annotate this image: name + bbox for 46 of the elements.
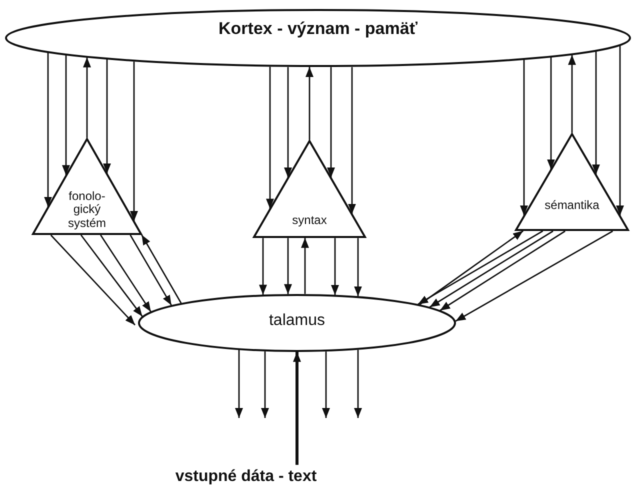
node-label: sémantika xyxy=(544,199,600,213)
arrow xyxy=(50,234,136,326)
arrow xyxy=(322,352,330,418)
triangle-node xyxy=(515,133,629,231)
arrow xyxy=(259,238,267,295)
arrow xyxy=(455,230,614,322)
arrow xyxy=(130,62,138,221)
arrow xyxy=(354,238,362,296)
arrow xyxy=(592,52,600,174)
ellipse-node xyxy=(5,9,631,67)
triangle-node xyxy=(253,140,366,238)
arrow xyxy=(130,234,172,306)
arrow xyxy=(261,351,269,418)
node-label: talamus xyxy=(268,312,326,330)
arrow xyxy=(568,54,576,133)
arrow xyxy=(440,230,566,312)
arrow xyxy=(266,66,274,209)
arrow xyxy=(293,352,301,465)
arrow xyxy=(348,67,356,214)
arrow xyxy=(83,57,91,138)
arrow xyxy=(419,230,524,306)
arrow xyxy=(62,55,70,176)
arrow xyxy=(103,59,111,174)
arrow xyxy=(80,234,143,317)
node-label: fonolo- gický systém xyxy=(66,190,107,231)
arrow xyxy=(331,238,339,295)
arrow xyxy=(547,57,555,170)
arrow xyxy=(429,230,554,308)
arrow xyxy=(354,350,362,418)
ellipse-node xyxy=(138,294,456,352)
arrow xyxy=(284,238,292,294)
arrow xyxy=(284,67,292,178)
triangle-node xyxy=(32,138,142,235)
arrow xyxy=(306,67,314,140)
arrow xyxy=(418,230,544,305)
arrow xyxy=(100,234,152,312)
arrow xyxy=(141,234,182,304)
arrow xyxy=(520,60,528,216)
arrow xyxy=(44,52,52,207)
arrow xyxy=(327,67,335,178)
arrow xyxy=(235,350,243,418)
arrow xyxy=(301,238,309,294)
node-label: syntax xyxy=(291,214,328,228)
arrow xyxy=(616,46,624,216)
node-label: Kortex - význam - pamäť xyxy=(218,19,418,39)
input-label: vstupné dáta - text xyxy=(158,465,334,491)
